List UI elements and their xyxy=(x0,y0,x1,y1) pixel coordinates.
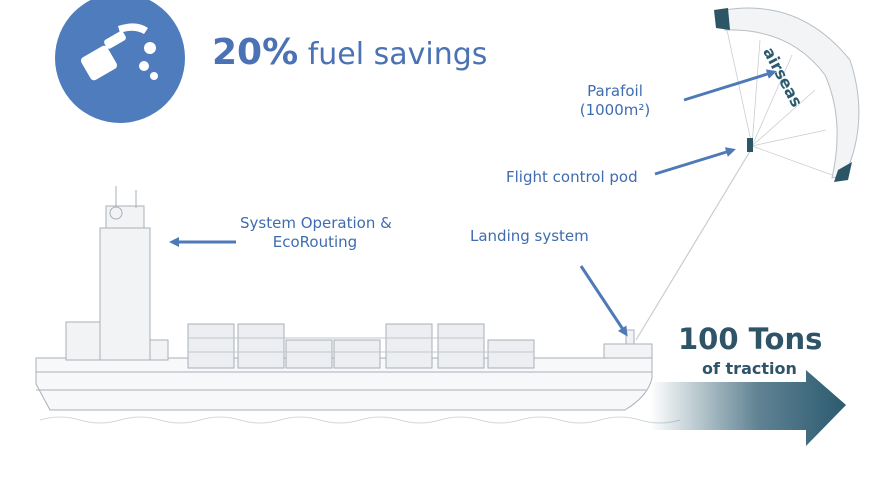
pod-arrow xyxy=(654,147,736,176)
parafoil-label-text: Parafoil xyxy=(587,82,643,100)
fuel-savings-badge xyxy=(55,0,185,123)
parafoil-label: Parafoil (1000m²) xyxy=(578,82,652,120)
system-operation-text: System Operation & xyxy=(240,214,392,232)
system-operation-label: System Operation & EcoRouting xyxy=(240,214,392,252)
fuel-savings-value: 20% xyxy=(212,32,299,73)
flight-control-pod-shape xyxy=(747,138,753,152)
parafoil-area-text: (1000m²) xyxy=(579,101,651,119)
fuel-savings-label: fuel savings xyxy=(307,37,488,72)
ecorouting-text: EcoRouting xyxy=(272,233,358,251)
fuel-pump-euro-icon xyxy=(80,23,158,81)
fuel-savings-headline: 20% fuel savings xyxy=(212,32,487,73)
landing-system-label: Landing system xyxy=(470,227,589,245)
landing-arrow xyxy=(579,265,628,337)
cargo-ship xyxy=(35,186,681,424)
traction-arrow xyxy=(650,370,846,446)
tether-line xyxy=(635,147,753,341)
parafoil-arrow xyxy=(683,69,777,102)
flight-pod-label: Flight control pod xyxy=(506,168,638,186)
traction-label: of traction xyxy=(702,359,797,378)
parafoil-kite xyxy=(714,7,860,182)
traction-value: 100 Tons xyxy=(678,322,823,356)
